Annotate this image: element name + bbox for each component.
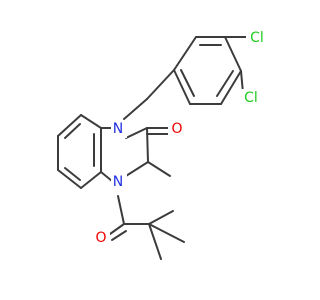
bond [57,114,82,137]
bond [224,36,242,72]
bond [57,169,82,189]
bond [146,69,175,100]
label-backdrop [92,229,110,247]
bond [173,69,191,105]
bond [220,70,242,105]
bond [148,223,162,260]
label-backdrop [111,120,127,138]
bond-lines [57,36,248,260]
bond [125,127,148,139]
bond-inner [64,167,81,181]
bond [123,98,148,120]
bond [111,230,127,241]
oxygen-label-ketone: O [95,230,106,246]
bond-inner [180,69,195,97]
chlorine-label-upper: Cl [250,30,264,46]
atom-labels: Cl Cl N N O O [92,29,268,247]
bond-inner [64,123,81,139]
nitrogen-label-top: N [113,121,123,137]
bond [173,36,197,71]
label-backdrop [168,120,186,138]
bond [109,223,125,235]
bond-inner [216,70,234,97]
chlorine-label-lower: Cl [244,90,258,106]
bond [117,195,125,225]
bond [147,161,171,177]
bond [125,161,149,177]
oxygen-label-lactam: O [171,121,182,137]
bond [148,223,185,243]
label-backdrop [111,173,127,191]
bond [148,210,174,225]
molecule-structure-diagram: Cl Cl N N O O [57,29,268,260]
bond [80,114,102,129]
label-backdrop [240,89,262,107]
nitrogen-label-bottom: N [113,174,123,190]
bond [100,171,113,182]
label-backdrop [246,29,268,47]
bond [80,171,102,189]
